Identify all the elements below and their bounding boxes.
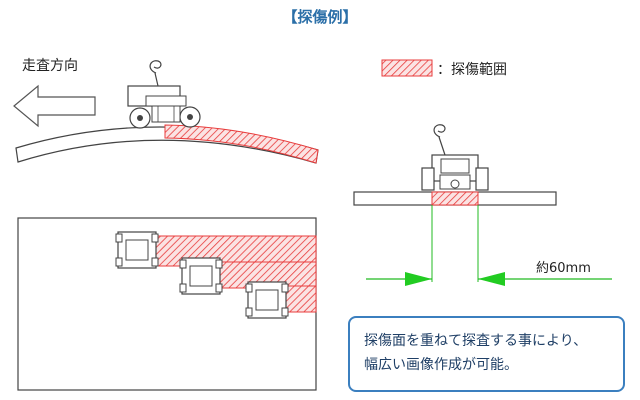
legend-swatch — [381, 59, 433, 77]
crawler-top-view-2 — [179, 257, 223, 295]
scan-direction-label: 走査方向 — [22, 58, 78, 74]
legend-label: ：探傷範囲 — [437, 62, 507, 78]
scan-direction-arrow — [13, 84, 96, 128]
width-dimension — [366, 205, 612, 286]
curved-pipe — [15, 124, 319, 164]
diagram-title: 【探傷例】 — [282, 8, 358, 26]
note-box: 探傷面を重ねて探査する事により、 幅広い画像作成が可能。 — [348, 316, 625, 392]
note-line-1: 探傷面を重ねて探査する事により、 — [364, 333, 588, 349]
width-label: 約60mm — [536, 261, 591, 276]
crawler-top-view-3 — [245, 281, 289, 319]
crawler-front-view — [421, 124, 489, 191]
crawler-side-view — [127, 60, 201, 129]
pipe-cross-section — [353, 191, 557, 206]
note-line-2: 幅広い画像作成が可能。 — [364, 357, 518, 373]
crawler-top-view-1 — [115, 231, 159, 269]
plan-view — [17, 217, 317, 391]
